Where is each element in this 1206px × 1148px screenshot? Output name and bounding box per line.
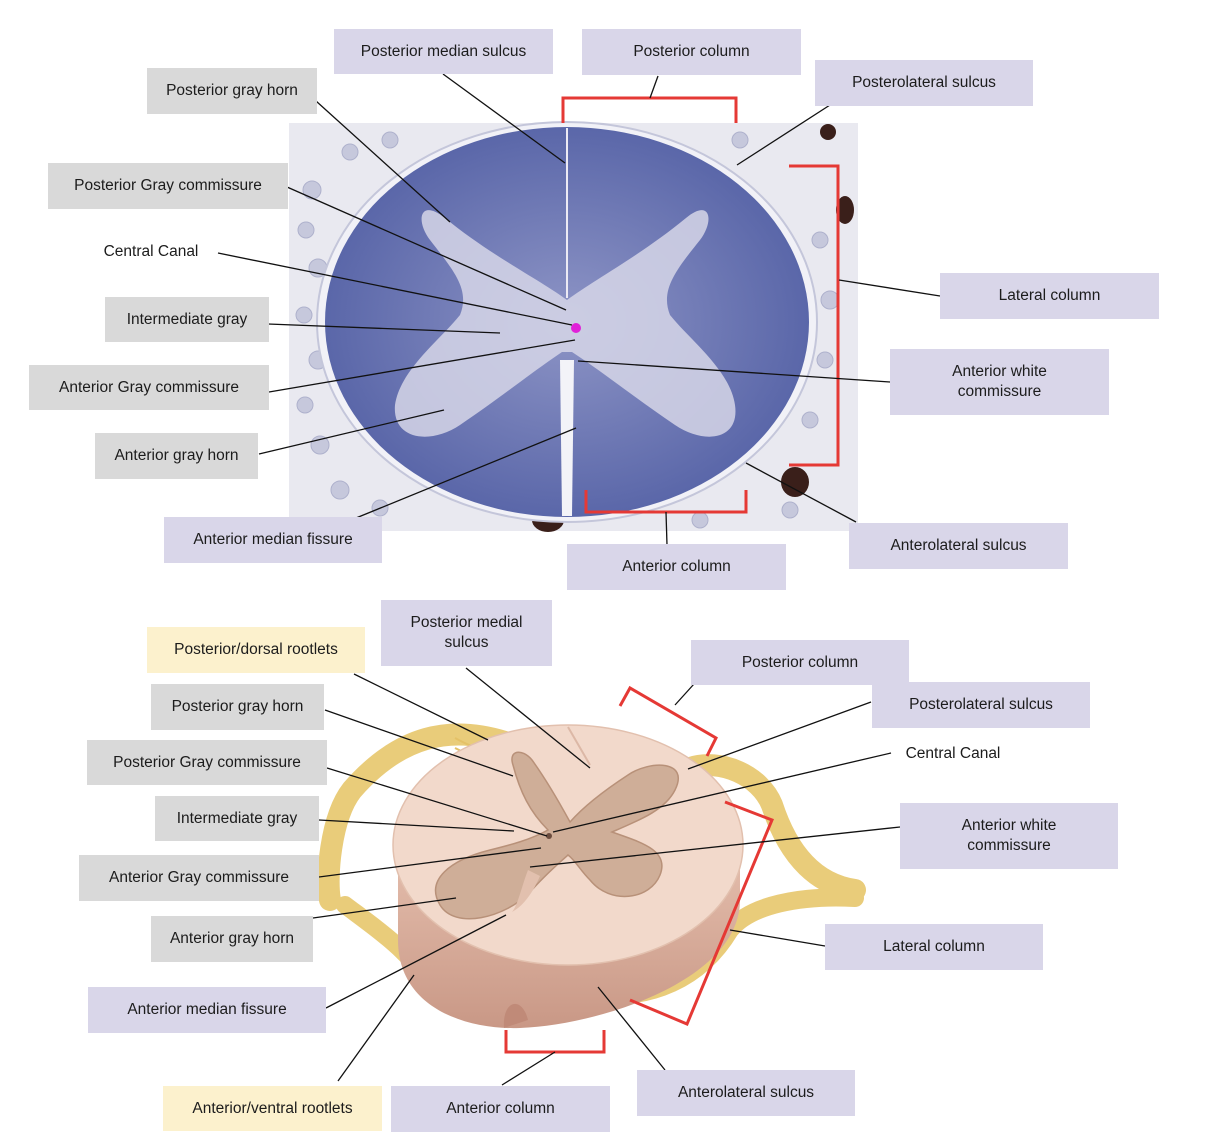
label-anterior-column-illus: Anterior column xyxy=(391,1086,610,1132)
label-anterior-gray-commissure: Anterior Gray commissure xyxy=(29,365,269,410)
illustration-leader-lines xyxy=(312,667,901,1086)
label-posterior-gray-commissure-illus: Posterior Gray commissure xyxy=(87,740,327,785)
label-anterior-white-commissure-illus: Anterior white commissure xyxy=(900,803,1118,869)
label-central-canal-illus: Central Canal xyxy=(905,745,1001,762)
micrograph-image xyxy=(289,121,858,532)
micrograph-leader-lines xyxy=(217,73,941,546)
label-anterolateral-sulcus-illus: Anterolateral sulcus xyxy=(637,1070,855,1116)
label-lateral-column-illus: Lateral column xyxy=(825,924,1043,970)
label-central-canal: Central Canal xyxy=(103,243,199,260)
label-anterior-white-commissure: Anterior white commissure xyxy=(890,349,1109,415)
label-posterior-gray-horn: Posterior gray horn xyxy=(147,68,317,114)
label-posterior-median-sulcus: Posterior median sulcus xyxy=(334,29,553,74)
label-posterior-dorsal-rootlets: Posterior/dorsal rootlets xyxy=(147,627,365,673)
label-posterior-column-illus: Posterior column xyxy=(691,640,909,685)
label-posterior-medial-sulcus: Posterior medial sulcus xyxy=(381,600,552,666)
label-anterolateral-sulcus: Anterolateral sulcus xyxy=(849,523,1068,569)
label-posterior-gray-horn-illus: Posterior gray horn xyxy=(151,684,324,730)
micrograph-brackets xyxy=(561,96,840,514)
illustration-image xyxy=(317,723,866,1029)
label-anterior-median-fissure-illus: Anterior median fissure xyxy=(88,987,326,1033)
label-posterior-gray-commissure: Posterior Gray commissure xyxy=(48,163,288,209)
label-posterolateral-sulcus: Posterolateral sulcus xyxy=(815,60,1033,106)
label-posterior-column: Posterior column xyxy=(582,29,801,75)
label-intermediate-gray: Intermediate gray xyxy=(105,297,269,342)
label-anterior-ventral-rootlets: Anterior/ventral rootlets xyxy=(163,1086,382,1131)
label-anterior-gray-horn-illus: Anterior gray horn xyxy=(151,916,313,962)
label-anterior-gray-commissure-illus: Anterior Gray commissure xyxy=(79,855,319,901)
label-anterior-gray-horn: Anterior gray horn xyxy=(95,433,258,479)
label-lateral-column: Lateral column xyxy=(940,273,1159,319)
label-anterior-column: Anterior column xyxy=(567,544,786,590)
label-intermediate-gray-illus: Intermediate gray xyxy=(155,796,319,841)
label-anterior-median-fissure: Anterior median fissure xyxy=(164,517,382,563)
label-posterolateral-sulcus-illus: Posterolateral sulcus xyxy=(872,682,1090,728)
